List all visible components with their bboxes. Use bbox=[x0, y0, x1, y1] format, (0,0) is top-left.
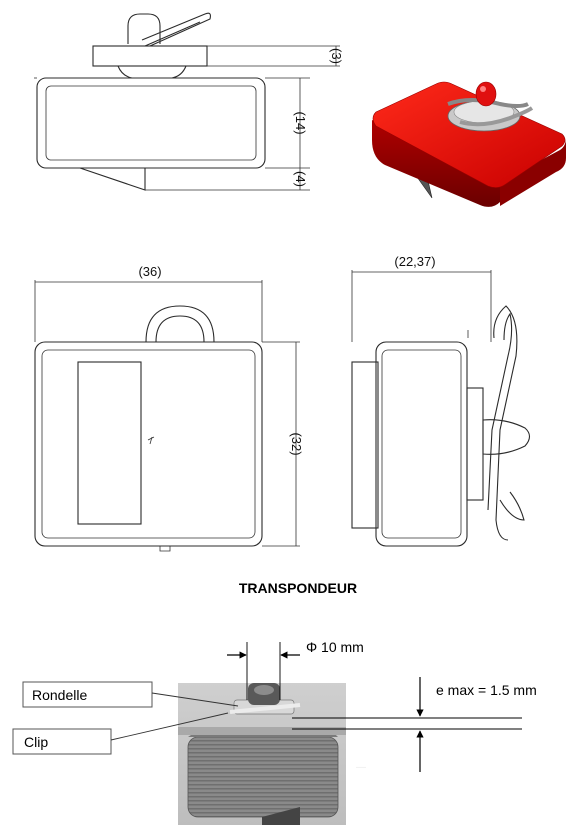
dim-front-height: (32) bbox=[289, 432, 304, 455]
dim-top-thickness: (3) bbox=[329, 48, 344, 64]
transponder-3d-render bbox=[372, 81, 566, 207]
side-view-drawing: (22,37) bbox=[351, 254, 531, 547]
clip-label: Clip bbox=[24, 734, 48, 750]
dim-front-width: (36) bbox=[138, 264, 161, 279]
washer-callout: Rondelle bbox=[22, 681, 239, 708]
svg-text:—: — bbox=[356, 762, 366, 773]
clip-callout: Clip bbox=[12, 712, 229, 755]
top-view-drawing: (14) (4) (3) bbox=[34, 12, 344, 191]
dim-side-width: (22,37) bbox=[394, 254, 435, 269]
front-view-drawing: (36) (32) bbox=[34, 264, 304, 552]
diameter-annotation: Φ 10 mm bbox=[227, 639, 364, 700]
installation-photo: — bbox=[178, 683, 366, 825]
dim-top-height: (14) bbox=[293, 111, 308, 134]
washer-label: Rondelle bbox=[32, 687, 87, 703]
dim-bottom-height: (4) bbox=[293, 171, 308, 187]
thickness-annotation: e max = 1.5 mm bbox=[292, 677, 537, 772]
diameter-label: Φ 10 mm bbox=[306, 639, 364, 655]
caption-title: TRANSPONDEUR bbox=[239, 580, 357, 596]
thickness-label: e max = 1.5 mm bbox=[436, 682, 537, 698]
